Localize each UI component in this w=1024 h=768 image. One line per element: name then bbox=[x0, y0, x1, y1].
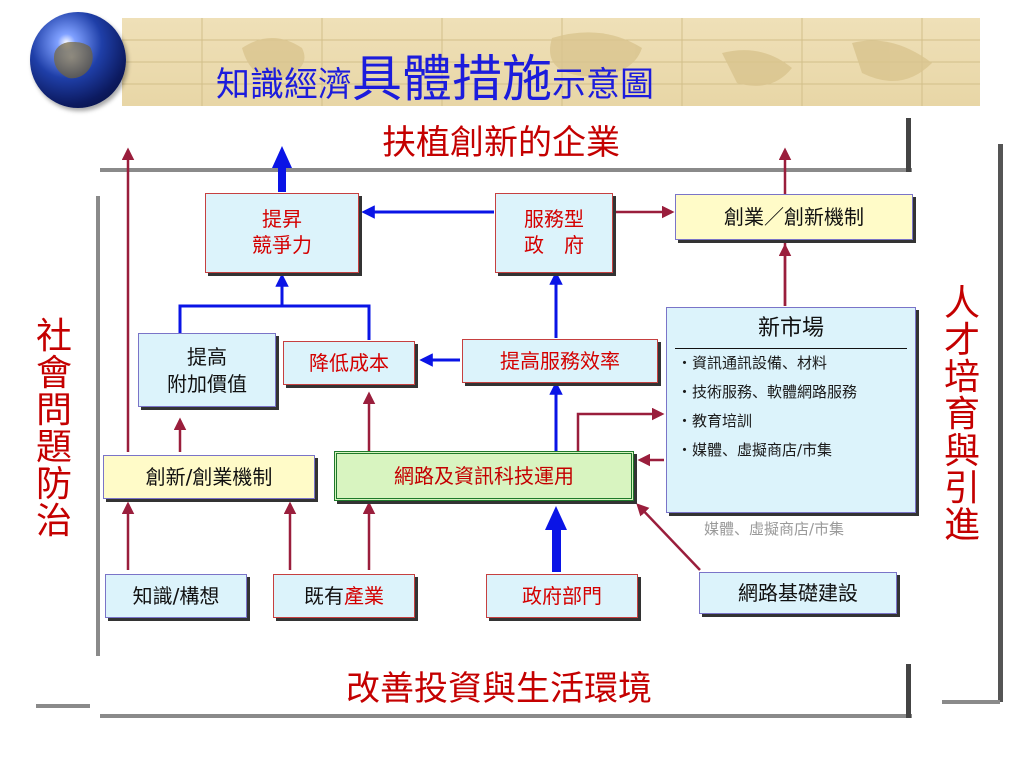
bottom-frame-right-edge bbox=[906, 664, 911, 718]
thick-arrow-shaft-gov bbox=[552, 528, 561, 572]
left-vertical-label: 社會問題防治 bbox=[35, 316, 72, 542]
left-frame-bottom-tick bbox=[36, 704, 90, 708]
title-part-2: 具體措施 bbox=[352, 50, 552, 108]
title-part-1: 知識經濟 bbox=[216, 65, 352, 105]
arrow-infra-to-ict bbox=[636, 503, 701, 571]
top-frame-right-edge bbox=[906, 118, 911, 172]
box-service-efficiency: 提高服務效率 bbox=[462, 339, 658, 383]
new-market-shadow-text: 媒體、虛擬商店/市集 bbox=[704, 520, 845, 538]
box-ict-application: 網路及資訊科技運用 bbox=[334, 451, 634, 501]
new-market-title: 新市場 bbox=[675, 314, 907, 349]
new-market-item: ・技術服務、軟體網路服務 bbox=[677, 383, 858, 401]
map-banner bbox=[122, 18, 980, 106]
box-infrastructure: 網路基礎建設 bbox=[699, 572, 897, 614]
box-reduce-cost: 降低成本 bbox=[283, 341, 415, 385]
box-innovation-mechanism: 創新/創業機制 bbox=[103, 455, 315, 499]
right-frame-bottom-tick bbox=[942, 700, 1000, 704]
thick-arrow-head-gov bbox=[545, 506, 567, 530]
thick-arrow-head-top bbox=[272, 146, 292, 168]
top-label: 扶植創新的企業 bbox=[382, 123, 620, 163]
box-startup-mechanism-top: 創業／創新機制 bbox=[675, 194, 913, 240]
top-frame-line bbox=[100, 168, 912, 172]
connector-merge-to-competitiveness bbox=[178, 304, 371, 340]
box-new-market: 新市場 ・資訊通訊設備、材料 ・技術服務、軟體網路服務 ・教育培訓 ・媒體、虛擬… bbox=[666, 307, 916, 513]
new-market-list: ・資訊通訊設備、材料 ・技術服務、軟體網路服務 ・教育培訓 ・媒體、虛擬商店/市… bbox=[667, 353, 915, 460]
new-market-item: ・資訊通訊設備、材料 bbox=[677, 354, 828, 372]
box-value-added: 提高 附加價值 bbox=[138, 333, 276, 407]
bottom-label: 改善投資與生活環境 bbox=[346, 669, 652, 709]
connector-ict-to-market bbox=[576, 407, 665, 452]
right-vertical-label: 人才培育與引進 bbox=[943, 283, 980, 546]
title-part-3: 示意圖 bbox=[552, 65, 654, 105]
box-competitiveness: 提昇 競爭力 bbox=[205, 193, 359, 273]
box-service-government: 服務型 政 府 bbox=[495, 193, 613, 273]
left-frame-line bbox=[96, 196, 100, 656]
page-title: 知識經濟具體措施示意圖 bbox=[216, 44, 836, 114]
new-market-item: ・媒體、虛擬商店/市集 bbox=[677, 441, 833, 459]
globe-logo bbox=[30, 12, 126, 108]
box-government: 政府部門 bbox=[486, 574, 638, 618]
bottom-frame-line bbox=[100, 714, 912, 718]
world-map-background bbox=[122, 18, 980, 106]
right-frame-line bbox=[998, 144, 1003, 702]
thick-arrow-shaft-top bbox=[278, 166, 286, 192]
new-market-item: ・教育培訓 bbox=[677, 412, 753, 430]
box-existing-industry: 既有產業 bbox=[273, 574, 415, 618]
box-knowledge: 知識/構想 bbox=[105, 574, 247, 618]
